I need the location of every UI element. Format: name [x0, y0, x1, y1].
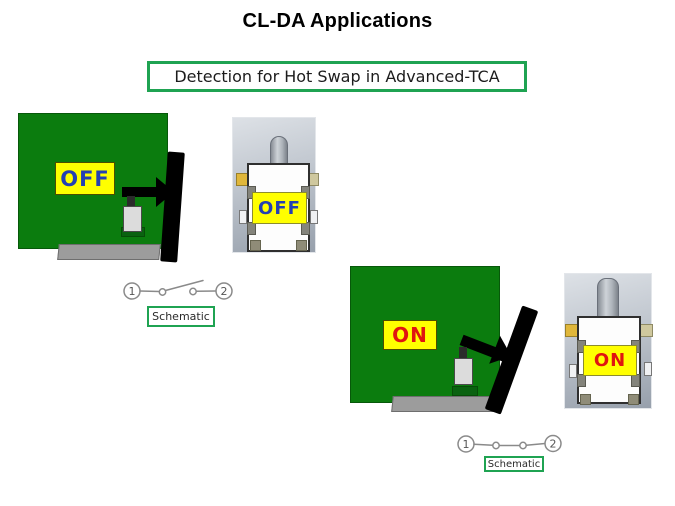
schematic-diagram-off: 1 2 — [123, 279, 233, 300]
subtitle-box: Detection for Hot Swap in Advanced-TCA — [147, 61, 527, 92]
switch-state-label-off: OFF — [252, 192, 307, 224]
open-switch-blade-icon — [164, 279, 204, 292]
terminal-number-1: 1 — [463, 438, 470, 451]
switch-stem-off — [127, 196, 135, 207]
board-slot-on — [452, 386, 478, 396]
switch-foot-right — [628, 394, 639, 405]
switch-bracket — [577, 374, 586, 387]
page-title: CL-DA Applications — [242, 10, 433, 32]
terminal-number-1: 1 — [129, 285, 136, 298]
switch-actuator-icon — [597, 278, 619, 317]
switch-photo-off: OFF — [232, 117, 319, 253]
switch-terminal-left — [239, 210, 247, 224]
switch-terminal-left — [569, 364, 577, 378]
contact-pole-left — [492, 441, 500, 450]
switch-foot-left — [580, 394, 591, 405]
edge-connector-off — [57, 244, 161, 260]
schematic-caption-text: Schematic — [487, 458, 541, 470]
schematic-caption-off: Schematic — [147, 306, 215, 327]
switch-photo-on: ON — [564, 273, 653, 409]
wire-right — [525, 442, 546, 446]
board-state-label-off: OFF — [55, 162, 115, 195]
board-state-label-on: ON — [383, 320, 437, 350]
subtitle-text: Detection for Hot Swap in Advanced-TCA — [174, 67, 500, 86]
terminal-circle-2 — [215, 282, 233, 300]
switch-actuator-icon — [270, 136, 288, 164]
switch-side-tab-right — [640, 324, 653, 337]
wire-left — [473, 443, 494, 447]
switch-state-label-on: ON — [583, 345, 637, 376]
terminal-circle-2 — [544, 434, 562, 453]
switch-foot-left — [250, 240, 261, 251]
contact-pole-right — [519, 441, 527, 450]
terminal-number-2: 2 — [221, 285, 228, 298]
switch-foot-right — [296, 240, 307, 251]
switch-plunger-off — [123, 206, 142, 232]
schematic-caption-on: Schematic — [484, 456, 544, 472]
schematic-caption-text: Schematic — [152, 310, 210, 323]
actuator-arm-off — [122, 187, 164, 197]
switch-plunger-on — [454, 358, 473, 385]
wire-left — [139, 290, 161, 293]
contact-pole-left — [158, 288, 167, 296]
terminal-number-2: 2 — [550, 438, 557, 451]
switch-stem-on — [459, 347, 467, 359]
contact-pole-right — [189, 287, 197, 296]
switch-terminal-right — [644, 362, 652, 376]
edge-connector-on — [391, 396, 499, 412]
switch-bracket — [247, 222, 256, 235]
schematic-diagram-on: 1 2 — [457, 434, 562, 453]
switch-terminal-right — [310, 210, 318, 224]
